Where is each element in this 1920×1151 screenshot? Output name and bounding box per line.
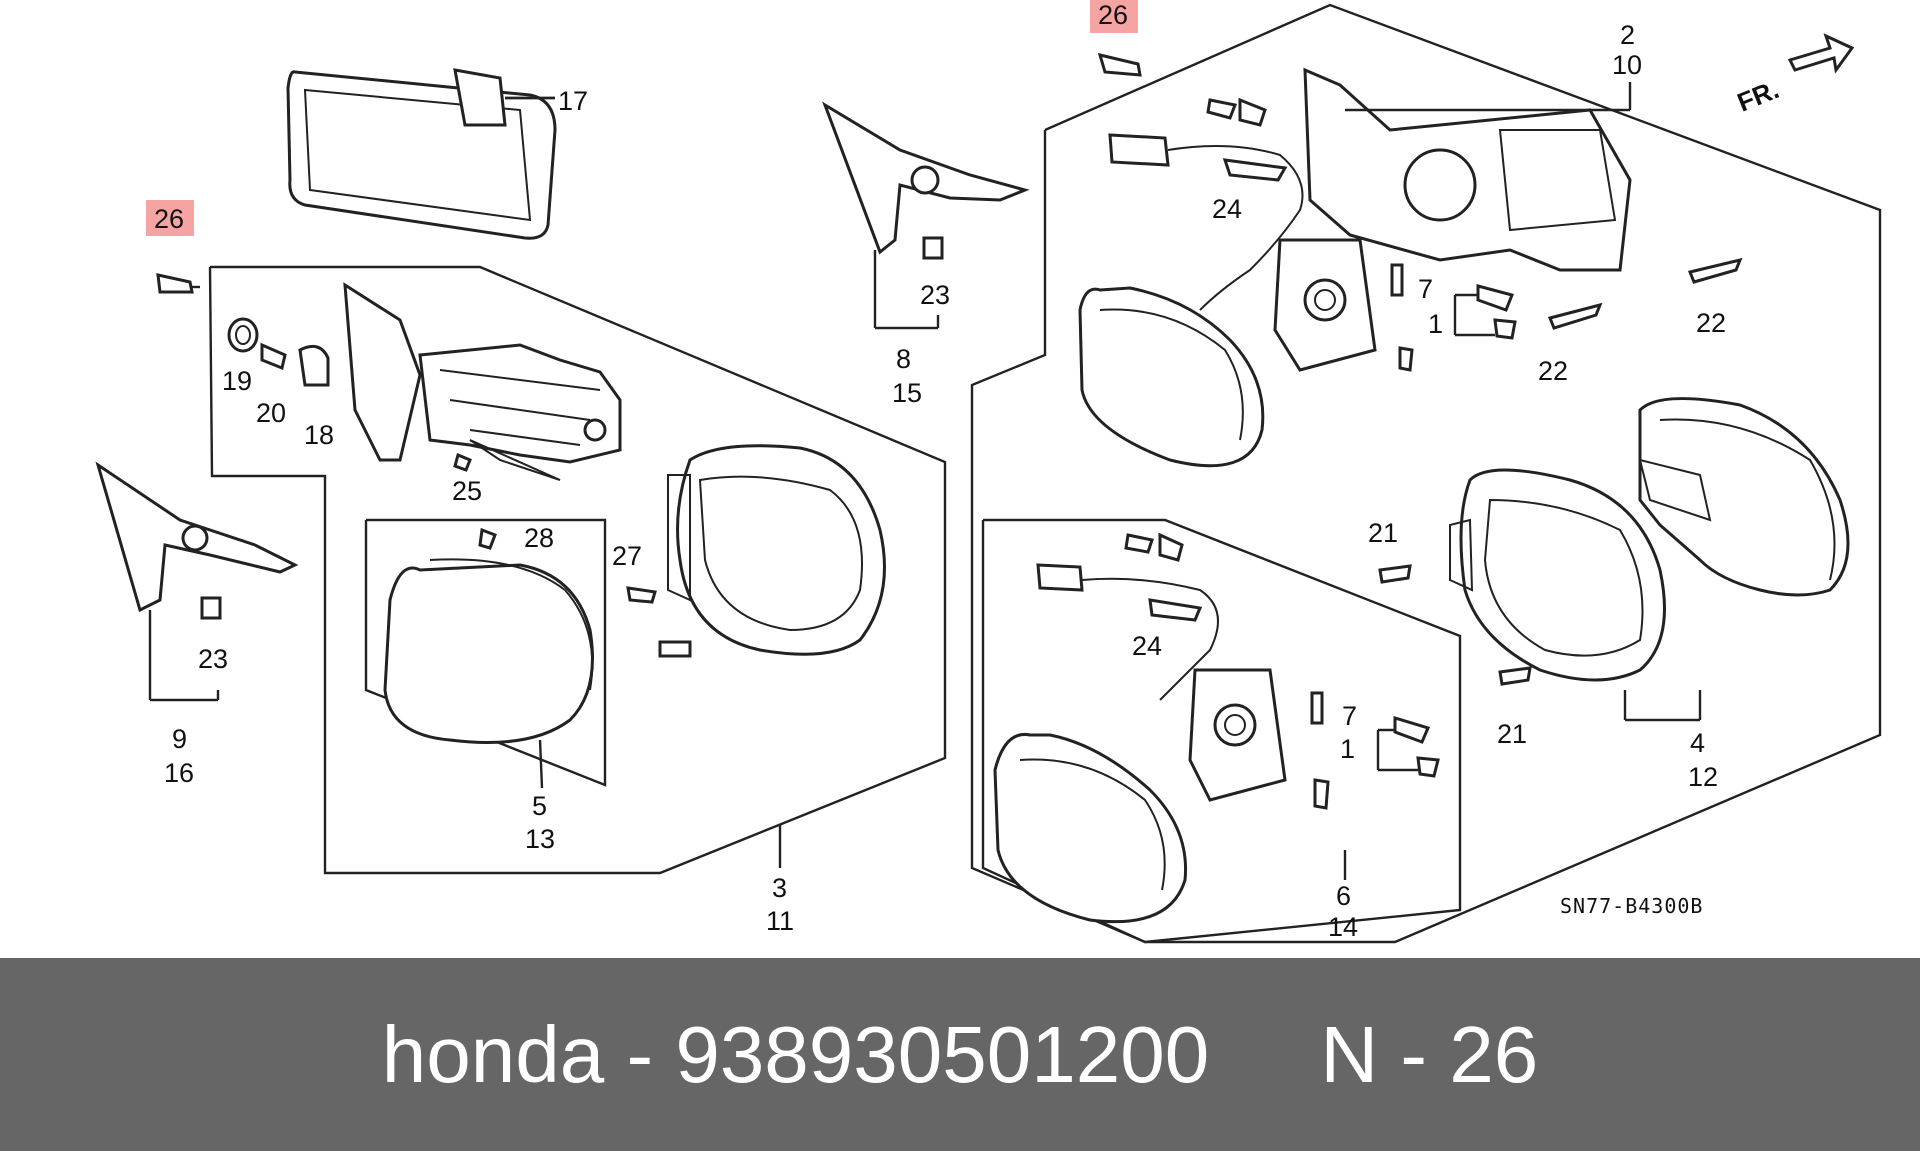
clip-23-left [200, 596, 222, 620]
group-frame-2 [970, 3, 1882, 944]
wire-clip-lower [1124, 532, 1184, 562]
pin-7-upper [1390, 263, 1404, 297]
callout-8: 8 [896, 344, 911, 374]
diagram-code: SN77-B4300B [1560, 894, 1703, 918]
callout-19: 19 [222, 366, 252, 396]
callout-27: 27 [612, 541, 642, 571]
callout-26: 26 [154, 204, 184, 234]
callout-7: 7 [1418, 274, 1433, 304]
callout-17: 17 [558, 86, 588, 116]
callout-16: 16 [164, 758, 194, 788]
callout-24: 24 [1132, 631, 1162, 661]
clip-23-right [922, 236, 944, 260]
callout-23: 23 [920, 280, 950, 310]
corner-garnish-right [822, 101, 1030, 255]
callout-28: 28 [524, 523, 554, 553]
callout-24: 24 [1212, 194, 1242, 224]
mirror-housing-left [667, 444, 886, 656]
screw-1-upper [1493, 318, 1517, 340]
mirror-bolt-left [146, 200, 200, 294]
group-frame-6 [981, 518, 1462, 944]
connector-1-upper [1476, 284, 1515, 312]
callout-22: 22 [1696, 308, 1726, 338]
mirror-cover-right [1638, 397, 1850, 597]
leader-lines [148, 82, 1702, 880]
screw-unit-lower [1313, 778, 1330, 810]
callout-21: 21 [1368, 518, 1398, 548]
screw-unit-upper [1398, 346, 1414, 372]
direction-arrow-label: FR. [1733, 74, 1783, 118]
callout-13: 13 [525, 824, 555, 854]
knob-18 [298, 344, 330, 387]
corner-garnish-left [95, 461, 299, 613]
rear-view-mirror [286, 68, 557, 240]
motor-unit-lower [1188, 668, 1287, 802]
harness-upper [1108, 133, 1304, 311]
mirror-bolt-right [1090, 0, 1142, 77]
callout-22: 22 [1538, 356, 1568, 386]
grommet-19 [227, 317, 259, 353]
screw-21b [1498, 666, 1532, 686]
group-frame-5 [364, 518, 607, 787]
motor-unit-upper [1273, 238, 1377, 372]
callout-20: 20 [256, 398, 286, 428]
mirror-housing-right [1449, 468, 1666, 682]
callout-1: 1 [1428, 309, 1443, 339]
callouts: 26 26 17 19 20 18 25 28 27 5 13 3 11 9 1… [154, 0, 1726, 942]
screw-22b [1547, 302, 1603, 330]
screw-27 [626, 586, 657, 604]
callout-14: 14 [1328, 912, 1358, 942]
callout-9: 9 [172, 724, 187, 754]
callout-1: 1 [1340, 734, 1355, 764]
mirror-glass-left [383, 558, 594, 744]
mirror-glass-right-upper [1078, 286, 1265, 468]
wire-clip-upper [1206, 97, 1267, 127]
footer-banner: honda - 938930501200 N - 26 [0, 958, 1920, 1151]
mirror-base-upper [1303, 67, 1632, 272]
callout-2: 2 [1620, 20, 1635, 50]
pad-left [658, 640, 692, 658]
callout-10: 10 [1612, 50, 1642, 80]
screw-1-lower [1416, 756, 1440, 778]
callout-25: 25 [452, 476, 482, 506]
parts-diagram: FR. 26 26 17 19 20 18 25 28 27 5 [95, 0, 1882, 944]
harness-lower [1036, 563, 1219, 701]
callout-15: 15 [892, 378, 922, 408]
connector-1-lower [1393, 715, 1431, 744]
callout-11: 11 [766, 906, 794, 936]
mirror-glass-right-lower [993, 732, 1188, 924]
callout-5: 5 [532, 791, 547, 821]
callout-7: 7 [1342, 701, 1357, 731]
screw-21a [1378, 564, 1412, 584]
screw-20 [260, 342, 287, 371]
front-direction-arrow: FR. [1733, 33, 1855, 118]
group-frame-3 [208, 265, 947, 875]
screw-28 [478, 527, 497, 550]
callout-12: 12 [1688, 762, 1718, 792]
callout-4: 4 [1690, 728, 1705, 758]
callout-18: 18 [304, 420, 334, 450]
pin-7-lower [1310, 691, 1324, 725]
callout-21: 21 [1497, 719, 1527, 749]
footer-text: honda - 938930501200 N - 26 [381, 1009, 1539, 1099]
screw-22a [1687, 257, 1743, 284]
callout-6: 6 [1336, 881, 1351, 911]
callout-3: 3 [772, 873, 787, 903]
callout-23: 23 [198, 644, 228, 674]
callout-26: 26 [1098, 0, 1128, 30]
mirror-actuator-left [343, 282, 622, 481]
